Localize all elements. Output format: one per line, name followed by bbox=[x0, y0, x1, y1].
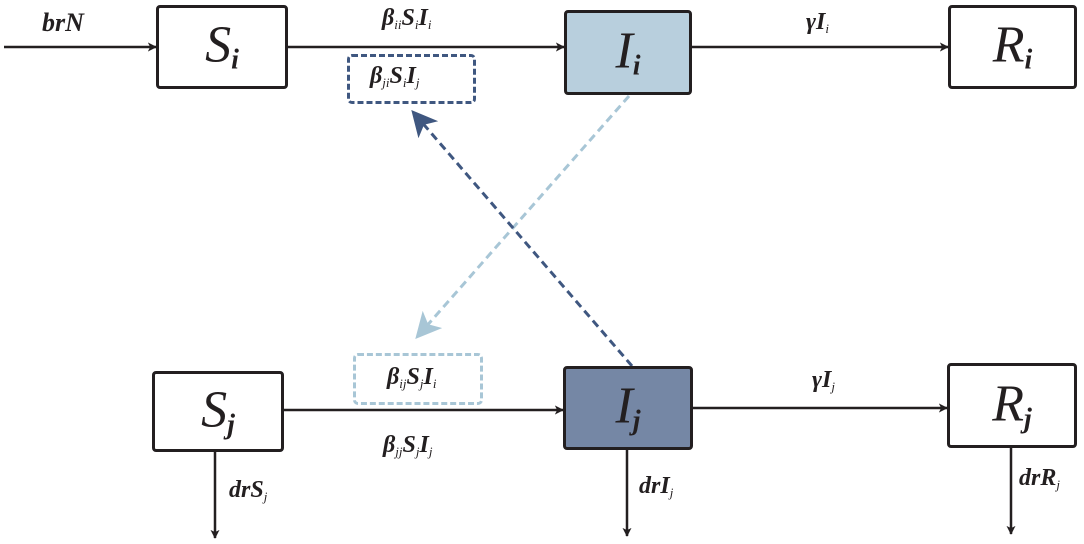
node-r-j: Rj bbox=[947, 363, 1077, 448]
label-beta-ii: βiiSiIi bbox=[382, 5, 432, 32]
dashed-arrow-ii-to-sj bbox=[415, 95, 631, 339]
node-i-i-label: I bbox=[615, 22, 633, 79]
node-r-i: Ri bbox=[948, 5, 1077, 89]
label-beta-ji: βjiSiIj bbox=[370, 63, 420, 90]
node-r-j-subscript: j bbox=[1023, 403, 1032, 434]
dashed-arrow-ij-to-si bbox=[411, 110, 634, 367]
label-gamma-j: γIj bbox=[812, 367, 835, 394]
node-i-i-subscript: i bbox=[632, 50, 641, 81]
label-death-i: drIj bbox=[639, 473, 674, 500]
node-r-i-subscript: i bbox=[1024, 44, 1033, 76]
label-gamma-i: γIi bbox=[806, 9, 829, 36]
label-beta-jj: βjjSjIj bbox=[383, 432, 433, 459]
node-r-j-label: R bbox=[992, 375, 1024, 432]
node-s-j: Sj bbox=[152, 371, 284, 452]
dashed-box-beta-ji bbox=[347, 54, 476, 104]
node-s-j-subscript: j bbox=[227, 409, 235, 440]
node-i-j: Ij bbox=[563, 366, 693, 450]
label-birth-rate: brN bbox=[42, 8, 84, 37]
node-s-i-subscript: i bbox=[231, 44, 239, 76]
label-beta-ij: βijSjIi bbox=[387, 364, 437, 391]
dashed-box-beta-ij bbox=[353, 353, 483, 405]
node-i-j-subscript: j bbox=[632, 405, 641, 437]
node-i-i: Ii bbox=[564, 10, 692, 95]
node-i-j-label: I bbox=[615, 377, 633, 435]
node-s-j-label: S bbox=[201, 381, 228, 438]
node-r-i-label: R bbox=[992, 16, 1025, 74]
node-s-i-label: S bbox=[205, 16, 232, 74]
label-death-s: drSj bbox=[229, 477, 268, 504]
label-death-r: drRj bbox=[1019, 465, 1060, 492]
node-s-i: Si bbox=[156, 5, 288, 89]
